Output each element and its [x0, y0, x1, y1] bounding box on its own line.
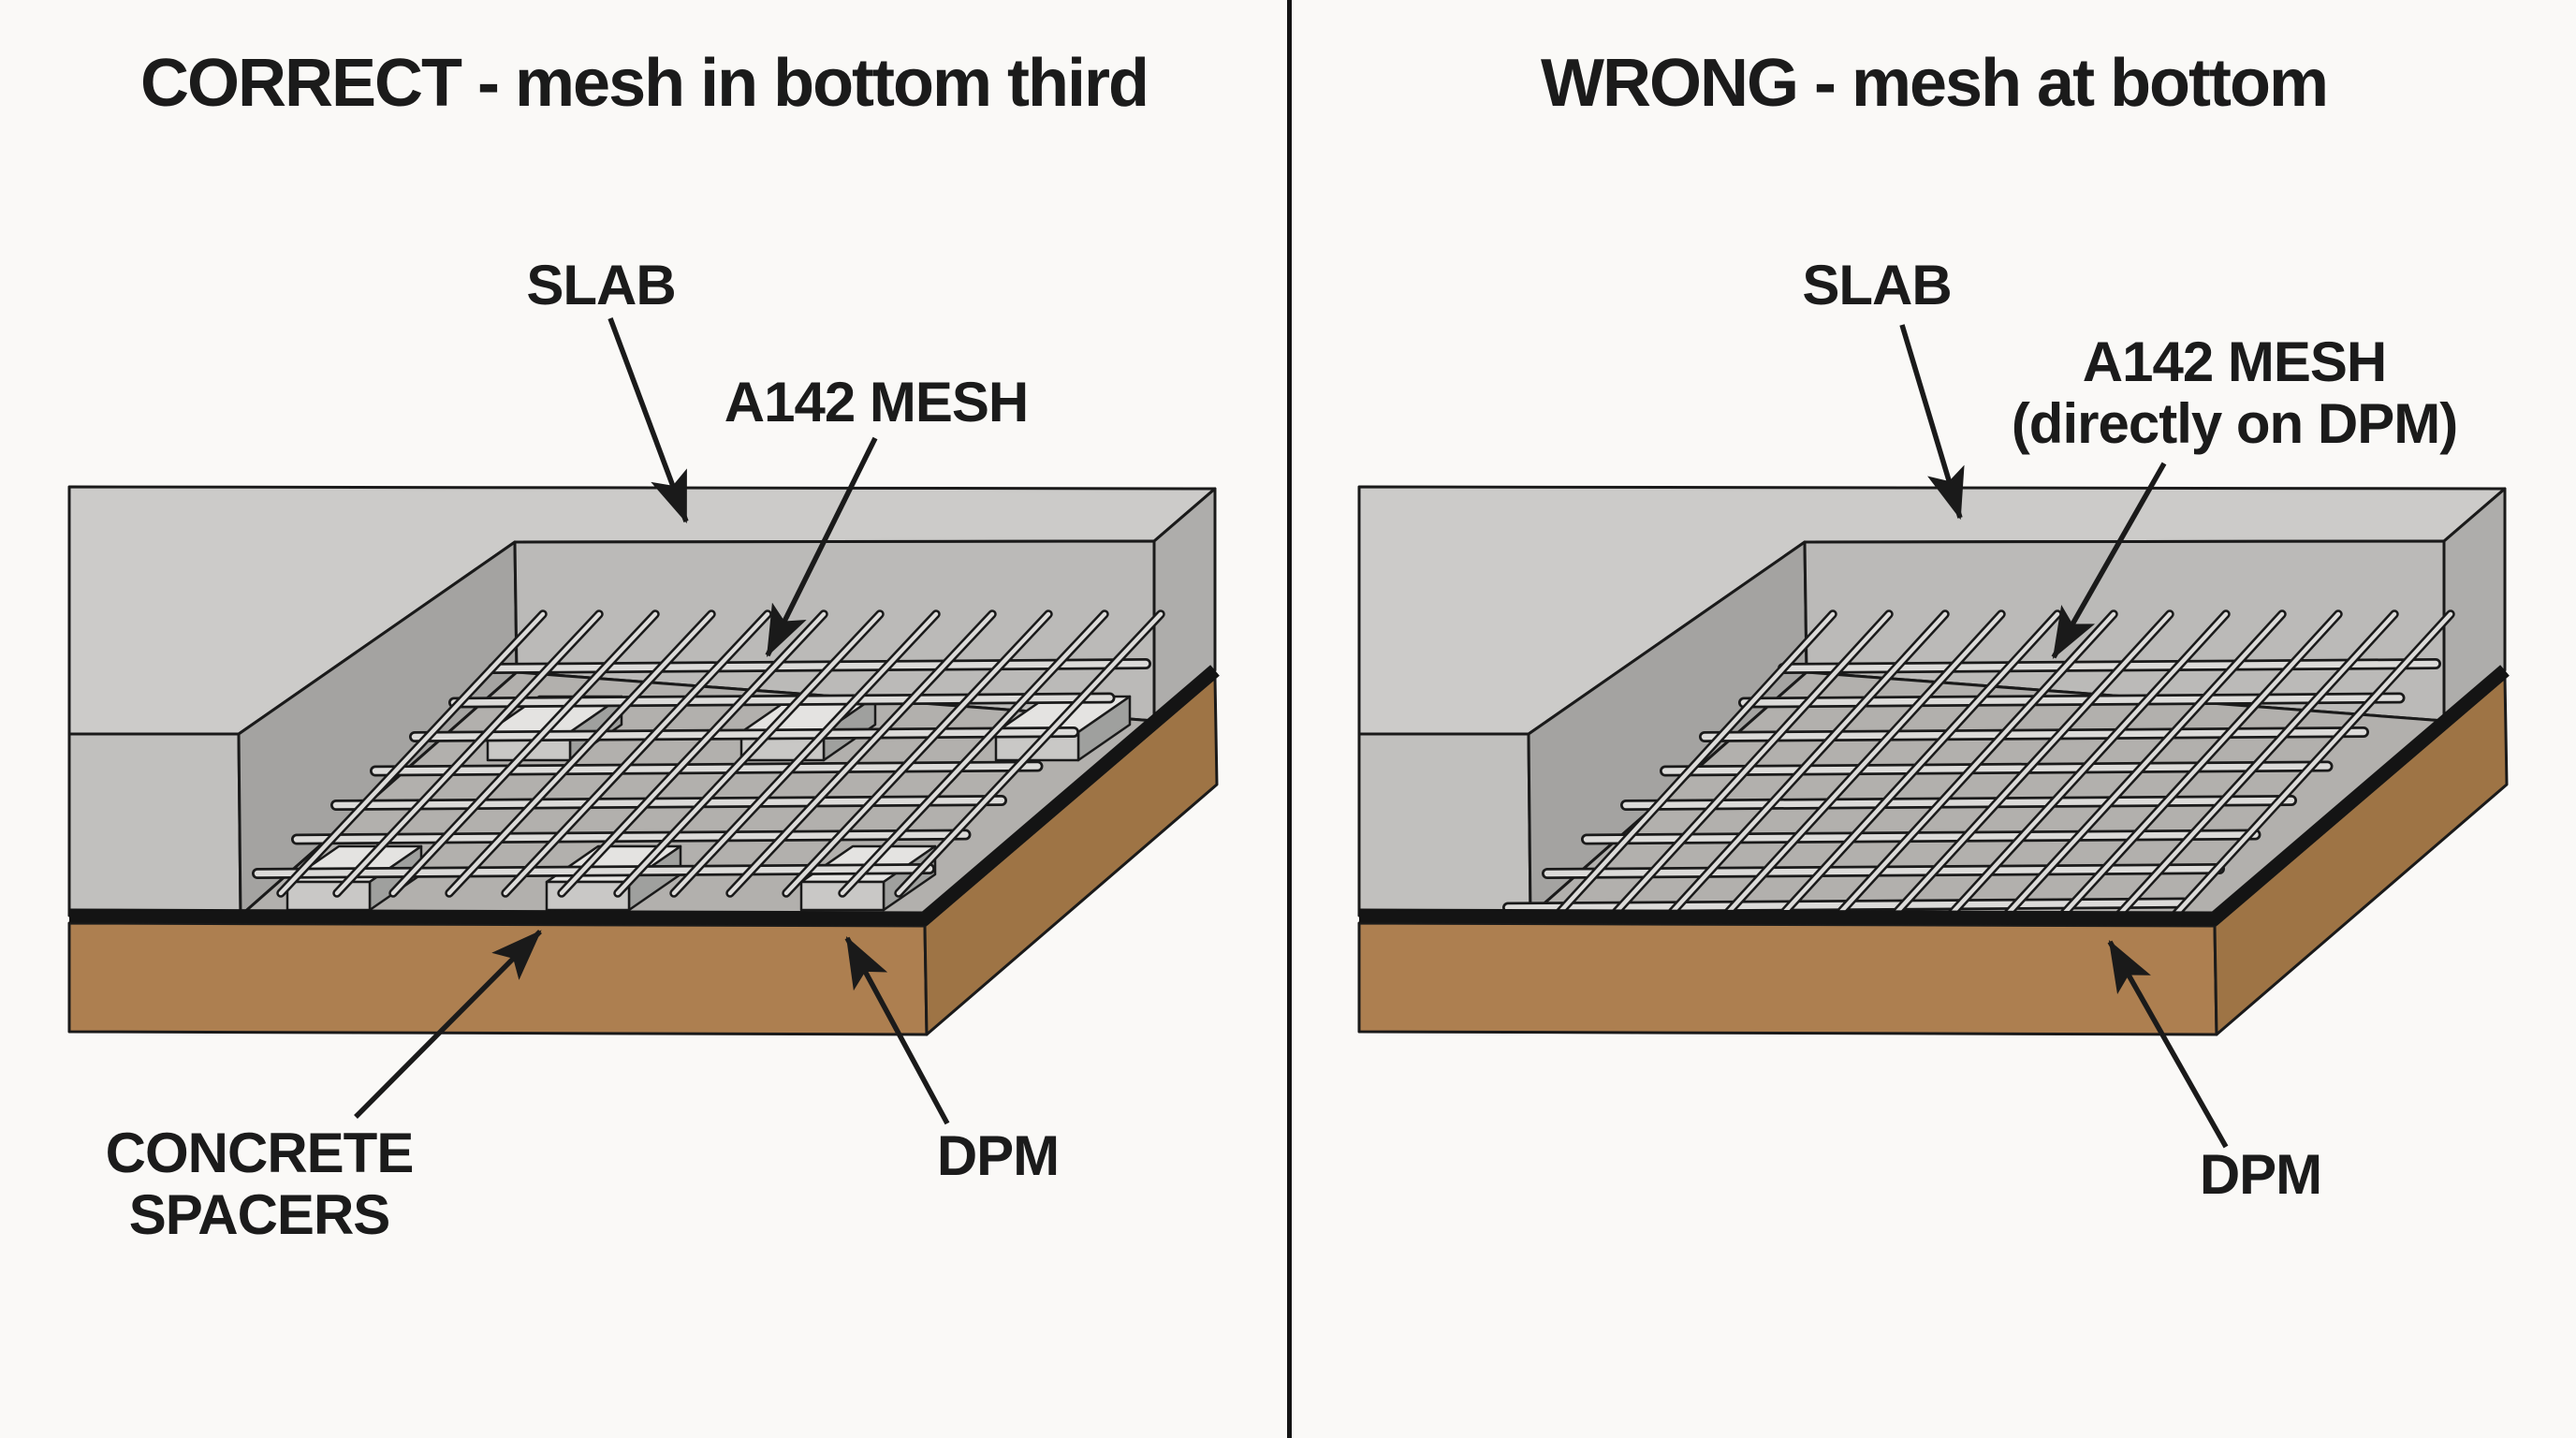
mesh-cross-bar — [615, 611, 883, 896]
mesh-cross-bar — [1835, 611, 2116, 918]
mesh-cross-bar — [559, 611, 827, 896]
mesh-cross-bar — [1891, 611, 2173, 918]
mesh-cross-bar — [2115, 611, 2397, 918]
a142-mesh-label-line1: A142 MESH — [2082, 330, 2387, 393]
slab-arrow — [1899, 324, 1965, 521]
mesh-main-bar — [332, 797, 1005, 809]
mesh-cross-bar — [1554, 611, 1836, 918]
mesh-cross-bar — [727, 611, 995, 896]
dpm-label: DPM — [2199, 1143, 2322, 1206]
mesh-main-bar — [1701, 728, 2367, 741]
correct-panel-title: CORRECT - mesh in bottom third — [140, 46, 1149, 121]
mesh-cross-bar — [1722, 611, 2004, 918]
wrong-panel: WRONG - mesh at bottom SLAB A142 MESH (d… — [1290, 0, 2576, 1438]
correct-panel: CORRECT - mesh in bottom third SLAB A142… — [67, 46, 1220, 1246]
mesh-cross-bar — [2059, 611, 2341, 918]
dpm-arrow — [844, 935, 950, 1125]
mesh-cross-bar — [390, 611, 658, 896]
concrete-spacers-label: CONCRETE SPACERS — [105, 1122, 415, 1246]
concrete-spacers-label-line2: SPACERS — [128, 1183, 391, 1246]
mesh-main-bar — [1740, 695, 2403, 706]
mesh-cross-bar — [446, 611, 714, 896]
slab-label: SLAB — [1802, 254, 1952, 316]
mesh-cross-bar — [783, 611, 1051, 896]
dpm-arrow — [2107, 940, 2229, 1149]
mesh-main-bar — [1622, 797, 2295, 809]
a142-mesh-label: A142 MESH — [724, 371, 1029, 433]
a142-mesh-arrow — [2051, 462, 2167, 659]
slab-label: SLAB — [526, 254, 676, 316]
mesh-cross-bar — [278, 611, 546, 896]
mesh-cross-bar — [503, 611, 770, 896]
concrete-spacer-front — [285, 880, 372, 912]
mesh-cross-bar — [1947, 611, 2229, 918]
slab-arrow — [607, 317, 689, 524]
slab-front-face — [1357, 732, 1532, 917]
slab-front-face — [67, 732, 242, 917]
concrete-spacers-arrow — [354, 930, 542, 1119]
dpm-label: DPM — [936, 1124, 1060, 1187]
dpm-membrane — [1358, 665, 2510, 926]
mesh-main-bar — [293, 831, 969, 843]
mesh-cross-bar — [1666, 611, 1948, 918]
mesh-cross-bar — [896, 611, 1164, 896]
mesh-cross-bar — [671, 611, 939, 896]
a142-mesh-directly-on-dpm-label: A142 MESH (directly on DPM) — [2011, 330, 2458, 455]
mesh-cross-bar — [2003, 611, 2285, 918]
mesh-cross-bar — [840, 611, 1107, 896]
a142-mesh-arrow — [765, 436, 878, 658]
ground-front-face — [67, 921, 929, 1036]
mesh-cross-bar — [2172, 611, 2453, 918]
mesh-main-bar — [1661, 763, 2331, 774]
mesh-cross-bar — [334, 611, 602, 896]
dpm-membrane — [68, 665, 1220, 926]
a142-mesh-label-line2: (directly on DPM) — [2011, 392, 2458, 455]
concrete-spacers-label-line1: CONCRETE — [105, 1122, 415, 1184]
mesh-main-bar — [411, 728, 1077, 741]
wrong-panel-title: WRONG - mesh at bottom — [1541, 46, 2329, 121]
mesh-cross-bar — [1778, 611, 2060, 918]
wrong-slab-cutaway-drawing — [1357, 324, 2510, 1149]
ground-front-face — [1357, 921, 2218, 1036]
correct-slab-cutaway-drawing — [67, 317, 1220, 1125]
mesh-main-bar — [254, 865, 933, 877]
panel-divider — [1287, 0, 1292, 1438]
mesh-main-bar — [1583, 831, 2259, 843]
mesh-main-bar — [450, 695, 1113, 706]
mesh-main-bar — [372, 763, 1041, 774]
mesh-cross-bar — [1610, 611, 1892, 918]
